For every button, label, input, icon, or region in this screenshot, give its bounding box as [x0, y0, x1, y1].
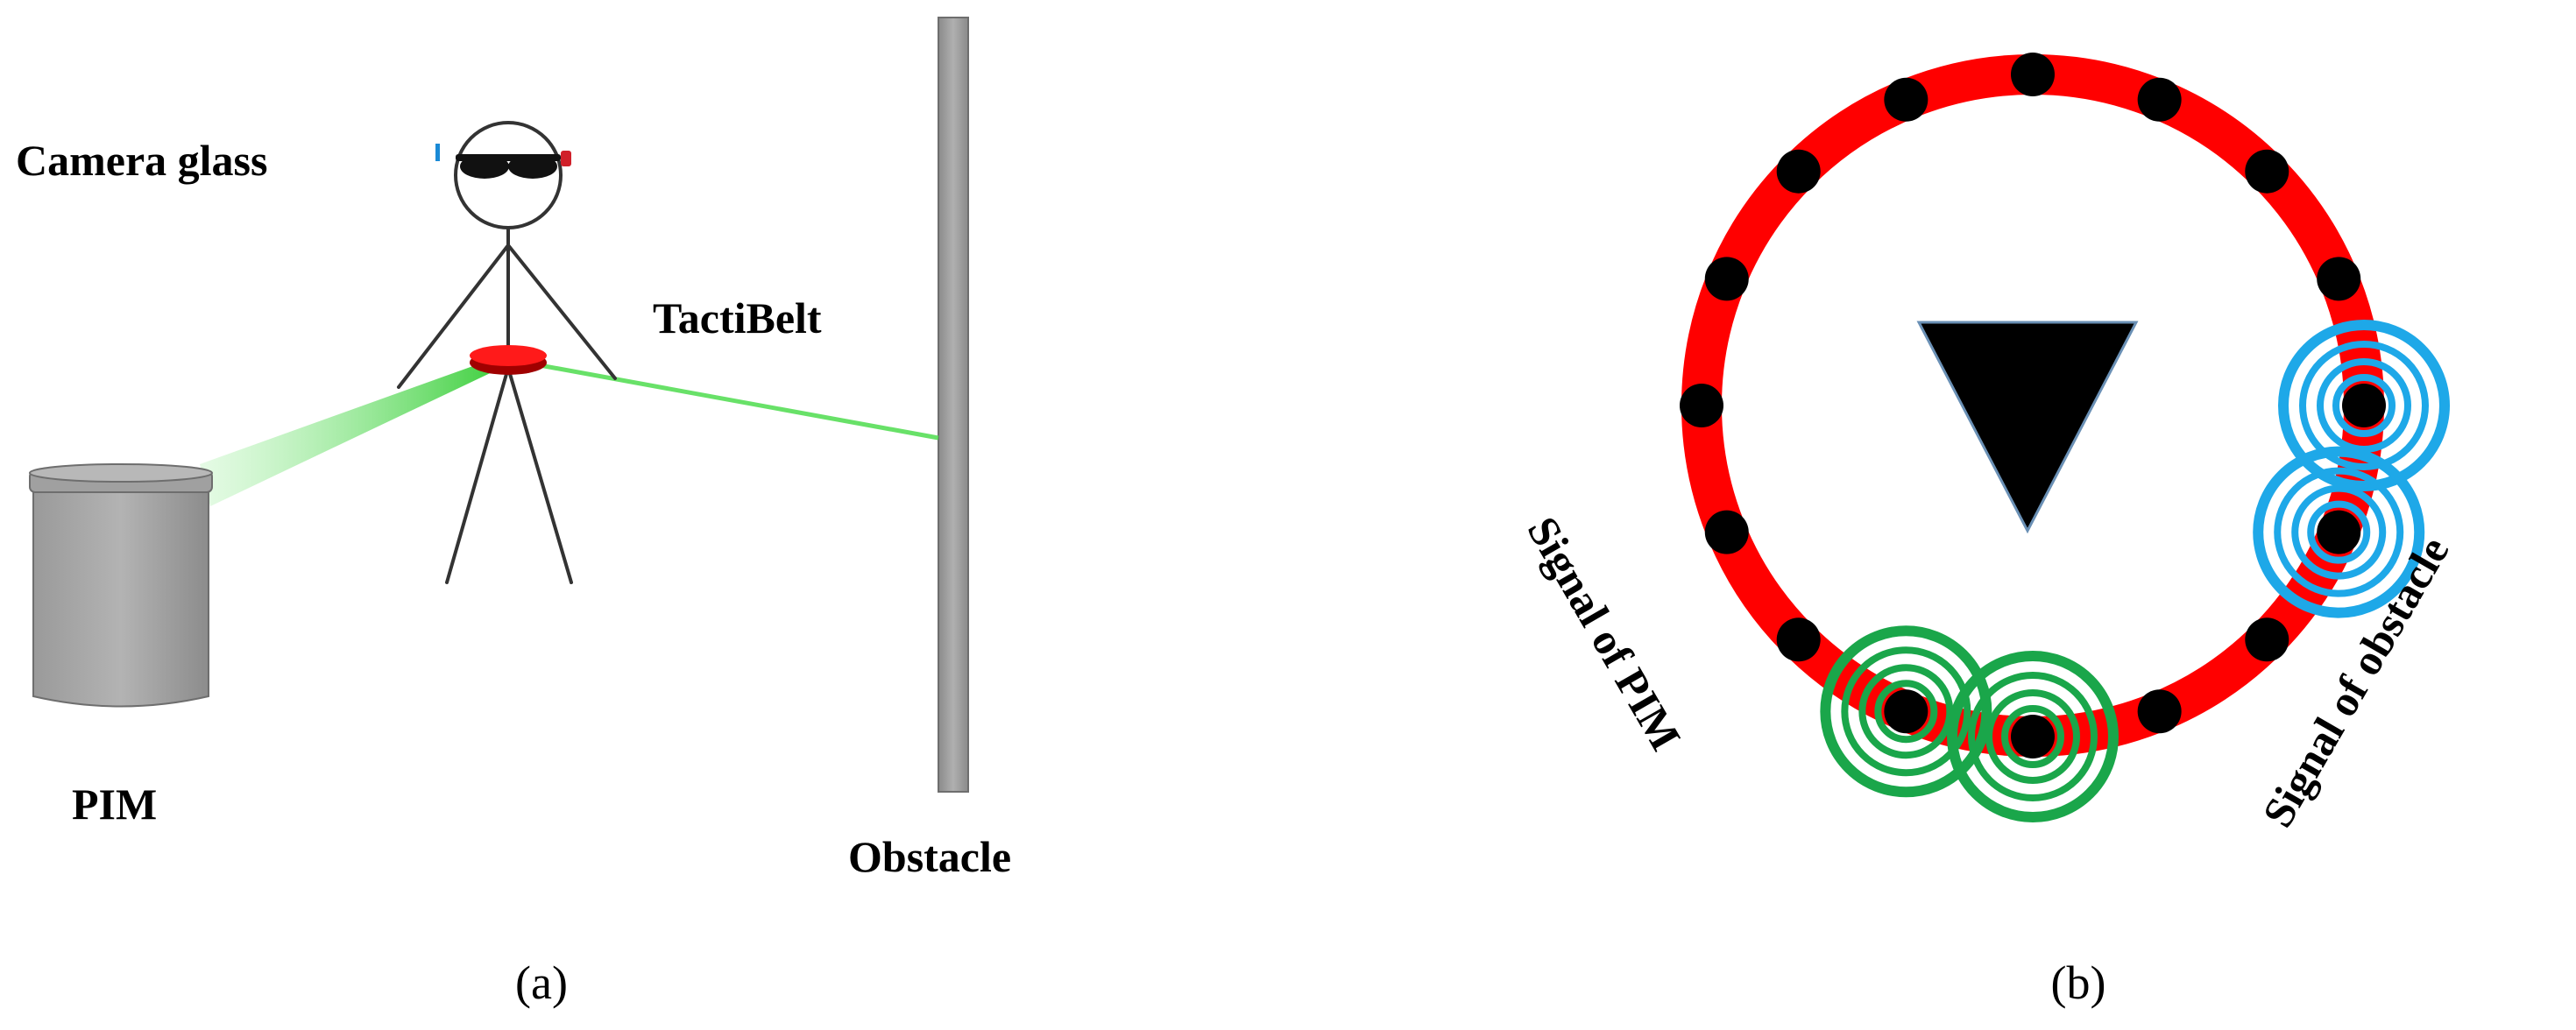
- obstacle-pole: [938, 17, 969, 793]
- belt-motor: [2137, 77, 2182, 122]
- belt-motor: [2342, 384, 2386, 427]
- belt-motor: [2317, 510, 2361, 554]
- obstacle-detection-beam: [529, 361, 939, 441]
- camera-glass-label: Camera glass: [16, 136, 267, 185]
- belt-motor: [1704, 510, 1749, 554]
- camera-glasses: [435, 144, 571, 179]
- pim-signal-rings: [1820, 625, 1992, 798]
- pim-signal-rings: [1947, 651, 2119, 822]
- direction-arrow: [1916, 321, 2139, 534]
- belt-motor: [1776, 149, 1821, 194]
- person-stick-figure: [397, 121, 617, 584]
- pim-label: PIM: [72, 780, 157, 829]
- obstacle-signal-rings: [2278, 320, 2450, 491]
- panel-b: Signal of PIM Signal of obstacle (b): [1518, 53, 2459, 1009]
- pim-detection-beam: [200, 359, 501, 506]
- belt-motor: [2011, 53, 2055, 96]
- panel-b-caption: (b): [2051, 956, 2106, 1009]
- obstacle-signal-rings: [2253, 446, 2425, 618]
- obstacle-label: Obstacle: [848, 832, 1011, 881]
- signal-of-pim-label: Signal of PIM: [1518, 509, 1690, 758]
- belt-motor: [1884, 689, 1928, 734]
- belt-motor: [1884, 77, 1928, 122]
- belt-motor: [2245, 149, 2289, 194]
- belt-motor: [2137, 689, 2182, 734]
- camera-icon: [561, 151, 571, 166]
- tactibelt-label: TactiBelt: [653, 293, 822, 342]
- belt-motor: [1680, 384, 1723, 427]
- belt-motor: [2245, 617, 2289, 662]
- panel-a: Camera glass TactiBelt PIM Obstacle (a): [16, 17, 1011, 1009]
- pim-object: [29, 463, 213, 708]
- panel-a-caption: (a): [515, 956, 568, 1009]
- belt-motor: [2011, 715, 2055, 758]
- belt-motor: [1776, 617, 1821, 662]
- tactibelt-device: [470, 345, 547, 375]
- belt-motor: [1704, 257, 1749, 301]
- belt-motor: [2317, 257, 2361, 301]
